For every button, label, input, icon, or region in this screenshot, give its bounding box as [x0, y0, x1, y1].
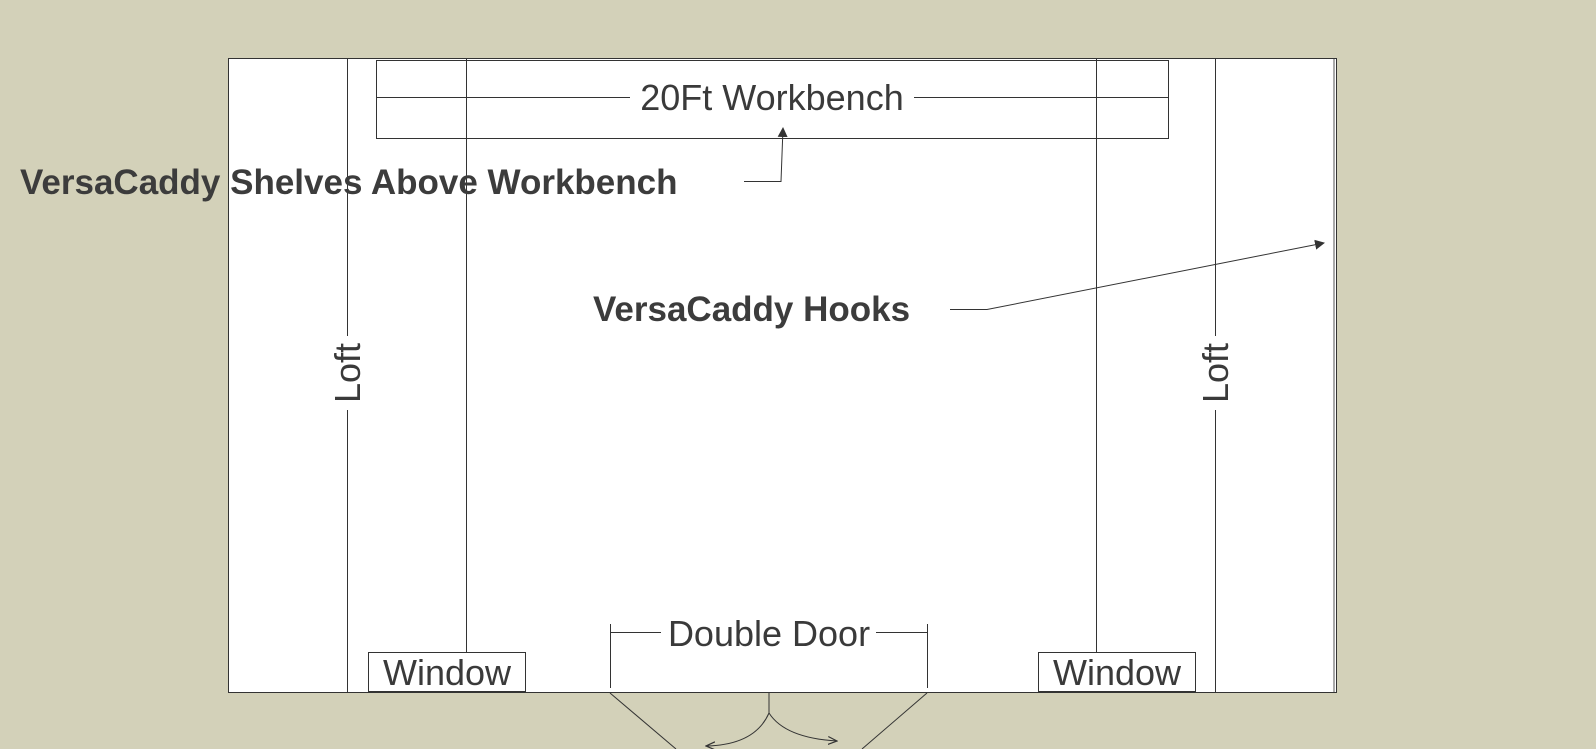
shelves-label: VersaCaddy Shelves Above Workbench — [20, 163, 677, 202]
loft-right-label: Loft — [1195, 343, 1236, 403]
door-left-leaf — [609, 692, 677, 749]
window-left-label: Window — [383, 652, 512, 693]
door-right-leaf — [861, 692, 928, 749]
workbench-label: 20Ft Workbench — [640, 77, 903, 118]
window-right-label: Window — [1053, 652, 1182, 693]
window-left — [368, 652, 526, 692]
door-right-swing-arc — [768, 712, 837, 741]
workbench — [376, 60, 1169, 139]
door-left-swing-arc — [706, 712, 770, 746]
loft-left-label: Loft — [327, 343, 368, 403]
double-door-label: Double Door — [668, 613, 870, 654]
shelves-leader-line — [744, 127, 788, 182]
garage-floor — [228, 58, 1337, 693]
window-right — [1038, 652, 1196, 692]
hooks-leader-line — [950, 239, 1325, 310]
hooks-label: VersaCaddy Hooks — [593, 290, 910, 329]
